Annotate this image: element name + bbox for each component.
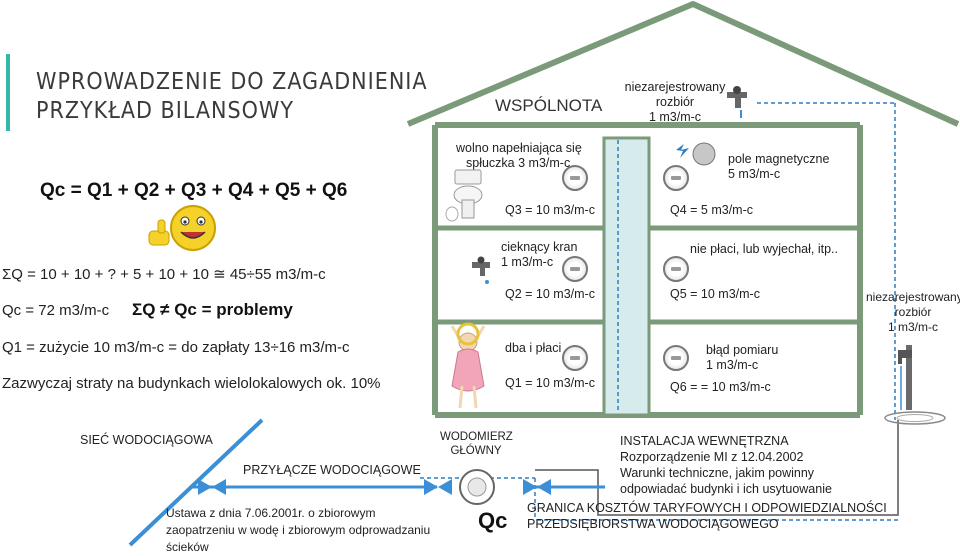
main-meter-line1: WODOMIERZ [440, 431, 513, 443]
title-accent-bar [6, 54, 10, 131]
unregistered-top-label: niezarejestrowany rozbiór 1 m3/m-c [620, 80, 730, 125]
boundary-line1: GRANICA KOSZTÓW TARYFOWYCH I ODPOWIEDZIA… [527, 501, 887, 515]
internal-line3: Warunki techniczne, jakim powinny [620, 466, 815, 480]
toilet-icon [445, 169, 483, 222]
unit-q3-desc-line1: wolno napełniająca się [456, 141, 582, 155]
unregistered-right-line1: niezarejestrowany [866, 290, 960, 304]
standpipe-icon [906, 345, 912, 410]
internal-line1: INSTALACJA WEWNĘTRZNA [620, 434, 789, 448]
boundary-line2: PRZEDSIĘBIORSTWA WODOCIĄGOWEGO [527, 517, 779, 531]
formula-q1-consumption: Q1 = zużycie 10 m3/m-c = do zapłaty 13÷1… [2, 339, 350, 356]
dripping-faucet-icon [472, 262, 490, 276]
unit-q4-desc: pole magnetyczne 5 m3/m-c [728, 152, 829, 182]
unit-q3-flow: Q3 = 10 m3/m-c [505, 203, 595, 217]
formula-sigma-q: ΣQ = 10 + 10 + ? + 5 + 10 + 10 ≅ 45÷55 m… [2, 266, 326, 283]
internal-line2: Rozporządzenie MI z 12.04.2002 [620, 450, 804, 464]
magnet-icon [676, 142, 716, 166]
losses-note: Zazwyczaj straty na budynkach wielolokal… [2, 375, 381, 392]
unit-q1-desc: dba i płaci [505, 341, 562, 355]
unregistered-top-line2: rozbiór [655, 95, 695, 109]
internal-line4: odpowiadać budynki i ich usytuowanie [620, 482, 832, 496]
unit-q6-desc-line1: błąd pomiaru [706, 343, 779, 357]
connections-label: PRZYŁĄCZE WODOCIĄGOWE [243, 463, 421, 477]
page-title: WPROWADZENIE DO ZAGADNIENIA PRZYKŁAD BIL… [36, 68, 428, 126]
house-roof [406, 1, 960, 127]
unit-q6-desc: błąd pomiaru 1 m3/m-c [706, 343, 778, 373]
main-meter-line2: GŁÓWNY [450, 445, 502, 457]
meter-q3-icon [562, 165, 588, 191]
formula-qc-value: Qc = 72 m3/m-c [2, 302, 110, 319]
unit-q3-desc: wolno napełniająca się spłuczka 3 m3/m-c [456, 141, 582, 171]
unit-q6-desc-line2: 1 m3/m-c [706, 358, 759, 372]
meter-q2-icon [562, 256, 588, 282]
unregistered-top-line3: 1 m3/m-c [648, 110, 702, 124]
valves [198, 479, 551, 495]
unit-q4-flow: Q4 = 5 m3/m-c [670, 203, 754, 217]
unit-q2-desc: cieknący kran 1 m3/m-c [501, 240, 577, 270]
unit-q2-desc-line1: cieknący kran [501, 240, 578, 254]
faucet-top-icon [727, 92, 747, 108]
unit-q5-flow: Q5 = 10 m3/m-c [670, 287, 760, 301]
formula-qc-sum: Qc = Q1 + Q2 + Q3 + Q4 + Q5 + Q6 [40, 180, 348, 201]
law-note-line2: zaopatrzeniu w wodę i zbiorowym odprowad… [166, 523, 431, 537]
meter-q4-icon [663, 165, 689, 191]
main-meter-symbol: Qc [478, 508, 508, 533]
unit-q2-desc-line2: 1 m3/m-c [501, 255, 554, 269]
unregistered-right-line2: rozbiór [894, 305, 932, 319]
unit-q2-flow: Q2 = 10 m3/m-c [505, 287, 595, 301]
main-meter-label: WODOMIERZ GŁÓWNY [440, 430, 513, 458]
unregistered-top-line1: niezarejestrowany [624, 80, 726, 94]
internal-installation-note: INSTALACJA WEWNĘTRZNA Rozporządzenie MI … [620, 433, 832, 497]
smiley-icon [170, 205, 216, 251]
unit-q6-flow: Q6 = = 10 m3/m-c [670, 380, 771, 394]
law-note: Ustawa z dnia 7.06.2001r. o zbiorowym za… [166, 505, 430, 556]
unit-q5-desc: nie płaci, lub wyjechał, itp.. [690, 242, 838, 256]
meter-q1-icon [562, 345, 588, 371]
law-note-line1: Ustawa z dnia 7.06.2001r. o zbiorowym [166, 506, 376, 520]
network-label: SIEĆ WODOCIĄGOWA [80, 433, 213, 447]
boundary-note: GRANICA KOSZTÓW TARYFOWYCH I ODPOWIEDZIA… [527, 500, 887, 532]
unit-q4-desc-line2: 5 m3/m-c [728, 167, 781, 181]
water-network-pipe [128, 418, 264, 547]
woman-figure-icon [450, 322, 486, 409]
thumbs-up-icon [148, 219, 170, 246]
unregistered-right-label: niezarejestrowany rozbiór 1 m3/m-c [866, 290, 960, 335]
unit-q1-flow: Q1 = 10 m3/m-c [505, 376, 595, 390]
unit-q4-desc-line1: pole magnetyczne [728, 152, 830, 166]
meter-q5-icon [663, 256, 689, 282]
meter-q6-icon [663, 345, 689, 371]
riser-shaft [602, 136, 651, 417]
page-title-line2: PRZYKŁAD BILANSOWY [36, 98, 294, 124]
unit-q3-desc-line2: spłuczka 3 m3/m-c [466, 156, 571, 170]
unregistered-right-line3: 1 m3/m-c [887, 320, 938, 334]
law-note-line3: ścieków [166, 540, 209, 554]
community-label: WSPÓLNOTA [495, 96, 603, 115]
boundary-line [535, 420, 899, 516]
formula-problem: ΣQ ≠ Qc = problemy [132, 300, 293, 319]
page-title-line1: WPROWADZENIE DO ZAGADNIENIA [36, 69, 428, 95]
